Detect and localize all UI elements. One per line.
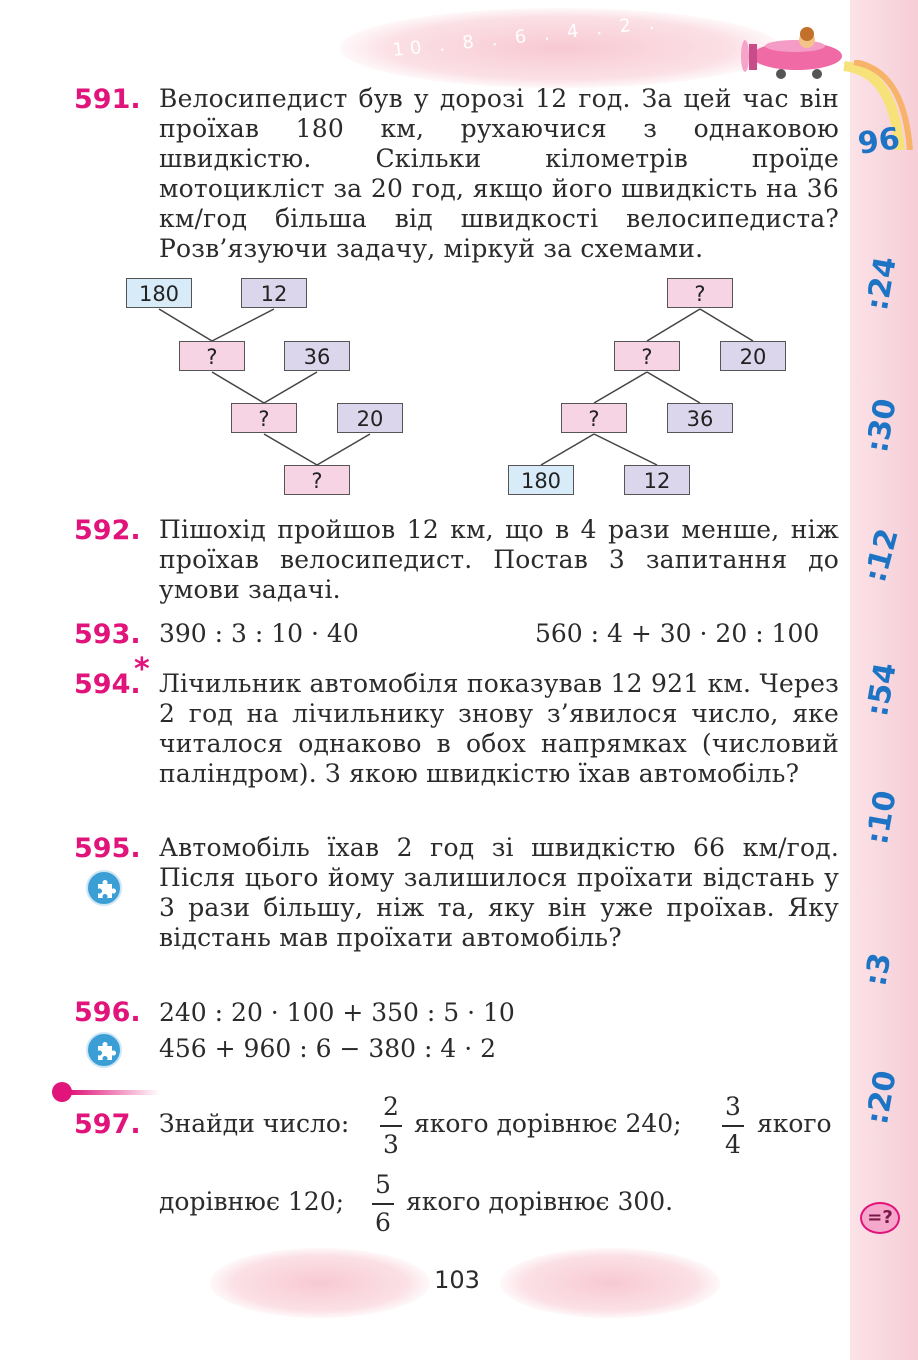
problem-593-expr-left: 390 : 3 : 10 · 40	[159, 619, 359, 648]
puzzle-icon	[86, 1032, 122, 1068]
fraction-denominator: 4	[725, 1129, 741, 1159]
problem-591-number: 591.	[74, 84, 141, 115]
fraction-3-4: 3 4	[722, 1092, 744, 1160]
fraction-numerator: 2	[383, 1092, 399, 1121]
bottom-cloud-left	[210, 1248, 430, 1318]
fraction-bar	[380, 1125, 402, 1127]
top-cloud	[340, 8, 780, 88]
problem-597-number: 597.	[74, 1109, 141, 1140]
problem-596-expr-line1: 240 : 20 · 100 + 350 : 5 · 10	[159, 998, 515, 1027]
fraction-numerator: 3	[725, 1092, 741, 1121]
problem-597-part2: якого дорівнює 240;	[414, 1109, 682, 1138]
problem-593-number: 593.	[74, 619, 141, 650]
problem-594-number: 594.	[74, 669, 141, 700]
fraction-bar	[372, 1203, 394, 1205]
bottom-cloud-right	[500, 1248, 720, 1318]
diagram-left-box-180: 180	[126, 278, 192, 308]
problem-593-expr-right: 560 : 4 + 30 · 20 : 100	[535, 619, 820, 648]
diagram-right-box-36: 36	[667, 403, 733, 433]
diagram-left-box-q1: ?	[179, 341, 245, 371]
problem-592-text: Пішохід пройшов 12 км, що в 4 рази менше…	[159, 515, 839, 605]
problem-596-number: 596.	[74, 997, 141, 1028]
problem-594-body: Лічильник автомобіля показував 12 921 км…	[159, 669, 839, 788]
equals-question-badge: =?	[860, 1202, 900, 1234]
diagram-right-box-q2: ?	[614, 341, 680, 371]
diagram-left-box-q2: ?	[231, 403, 297, 433]
diagram-right-box-q1: ?	[667, 278, 733, 308]
fraction-numerator: 5	[375, 1170, 391, 1199]
problem-597-part4: дорівнює 120;	[159, 1187, 345, 1216]
problem-596-expr-line2: 456 + 960 : 6 − 380 : 4 · 2	[159, 1034, 497, 1063]
equals-question-text: =?	[867, 1207, 893, 1228]
divider-dot	[52, 1082, 72, 1102]
page-number: 103	[434, 1266, 480, 1294]
rainbow-trail	[843, 60, 913, 150]
problem-595-text: Автомобіль їхав 2 год зі швидкістю 66 км…	[159, 833, 839, 953]
problem-592-body: Пішохід пройшов 12 км, що в 4 рази менше…	[159, 515, 839, 604]
problem-595-body: Автомобіль їхав 2 год зі швидкістю 66 км…	[159, 833, 839, 952]
problem-591-body: Велосипедист був у дорозі 12 год. За цей…	[159, 84, 839, 263]
fraction-denominator: 3	[383, 1129, 399, 1159]
diagram-left-box-36: 36	[284, 341, 350, 371]
diagram-left-box-20: 20	[337, 403, 403, 433]
fraction-denominator: 6	[375, 1207, 391, 1237]
diagram-right-box-q3: ?	[561, 403, 627, 433]
problem-592-number: 592.	[74, 515, 141, 546]
problem-597-part3: якого	[757, 1109, 832, 1138]
diagram-left-box-q3: ?	[284, 465, 350, 495]
problem-594-text: Лічильник автомобіля показував 12 921 км…	[159, 669, 839, 789]
problem-594-star: *	[134, 652, 150, 687]
problem-591-text: Велосипедист був у дорозі 12 год. За цей…	[159, 84, 839, 264]
airplane-illustration	[741, 27, 842, 79]
fraction-5-6: 5 6	[372, 1170, 394, 1238]
fraction-2-3: 2 3	[380, 1092, 402, 1160]
side-strip	[850, 0, 918, 1360]
divider-line	[70, 1090, 160, 1095]
puzzle-icon	[86, 870, 122, 906]
diagram-right-box-12: 12	[624, 465, 690, 495]
diagram-right-box-20: 20	[720, 341, 786, 371]
diagram-right-box-180: 180	[508, 465, 574, 495]
diagram-left-box-12: 12	[241, 278, 307, 308]
problem-597-part1: Знайди число:	[159, 1109, 350, 1138]
fraction-bar	[722, 1125, 744, 1127]
problem-597-part5: якого дорівнює 300.	[406, 1187, 674, 1216]
problem-595-number: 595.	[74, 833, 141, 864]
